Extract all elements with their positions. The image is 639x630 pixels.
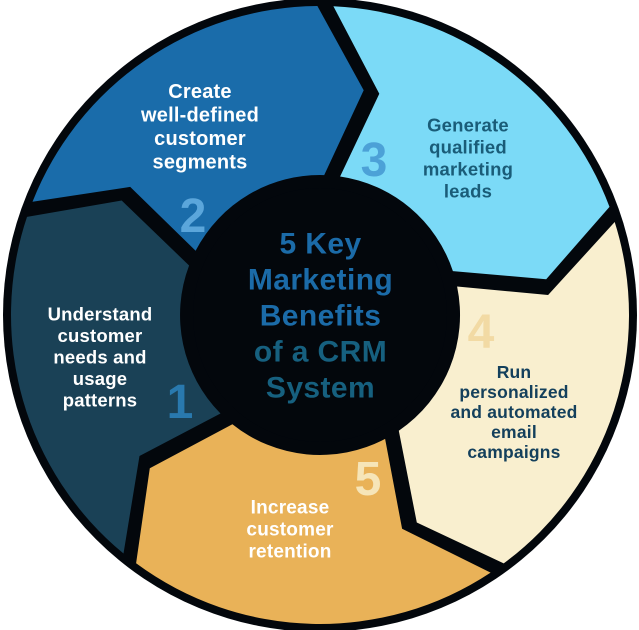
- segment-4-number: 4: [468, 306, 495, 359]
- segment-5-label-line-2: customer: [246, 520, 334, 541]
- segment-1-label-line-5: patterns: [63, 389, 138, 410]
- segment-4-label-line-3: and automated: [450, 402, 577, 422]
- segment-2-number: 2: [180, 190, 207, 243]
- segment-2-label-line-2: well-defined: [140, 104, 259, 126]
- segment-2-arrow-shape: [32, 6, 364, 251]
- segment-4-label-line-4: email: [491, 422, 537, 442]
- segment-3-label-line-2: qualified: [429, 136, 507, 157]
- segment-2-label-line-1: Create: [168, 81, 231, 103]
- diagram-title-line-4: of a CRM: [254, 336, 387, 369]
- segment-1-label-line-3: needs and: [53, 346, 146, 367]
- segment-3-label-line-1: Generate: [427, 114, 509, 135]
- segment-3-number: 3: [361, 134, 388, 187]
- segment-5-number: 5: [355, 453, 382, 506]
- segment-5-label-line-3: retention: [248, 542, 331, 563]
- segment-3-label-line-4: leads: [444, 180, 492, 201]
- segment-1-label-line-4: usage: [73, 368, 127, 389]
- segment-3-arrow-shape: [333, 6, 610, 280]
- segment-4-label-line-5: campaigns: [467, 442, 560, 462]
- segment-4-label-line-2: personalized: [459, 382, 568, 402]
- segment-5-arrow-shape: [136, 424, 491, 624]
- segment-4-label-line-1: Run: [497, 362, 532, 382]
- segment-1-label-line-2: customer: [58, 325, 143, 346]
- segment-2-label-line-4: segments: [153, 151, 248, 173]
- segment-4-arrow-shape: [398, 222, 630, 564]
- segment-1-arrow-shape: [11, 200, 221, 554]
- segment-5-label-line-1: Increase: [251, 498, 330, 519]
- segment-2-label-line-3: customer: [154, 128, 246, 150]
- diagram-title-line-3: Benefits: [260, 300, 382, 333]
- diagram-title-line-2: Marketing: [248, 264, 393, 297]
- segment-1-label-line-1: Understand: [48, 303, 153, 324]
- diagram-title-line-5: System: [266, 372, 375, 405]
- diagram-title-line-1: 5 Key: [279, 228, 361, 261]
- segment-3-label-line-3: marketing: [423, 158, 513, 179]
- center-hub-circle: [193, 188, 447, 442]
- segment-1-number: 1: [167, 376, 194, 429]
